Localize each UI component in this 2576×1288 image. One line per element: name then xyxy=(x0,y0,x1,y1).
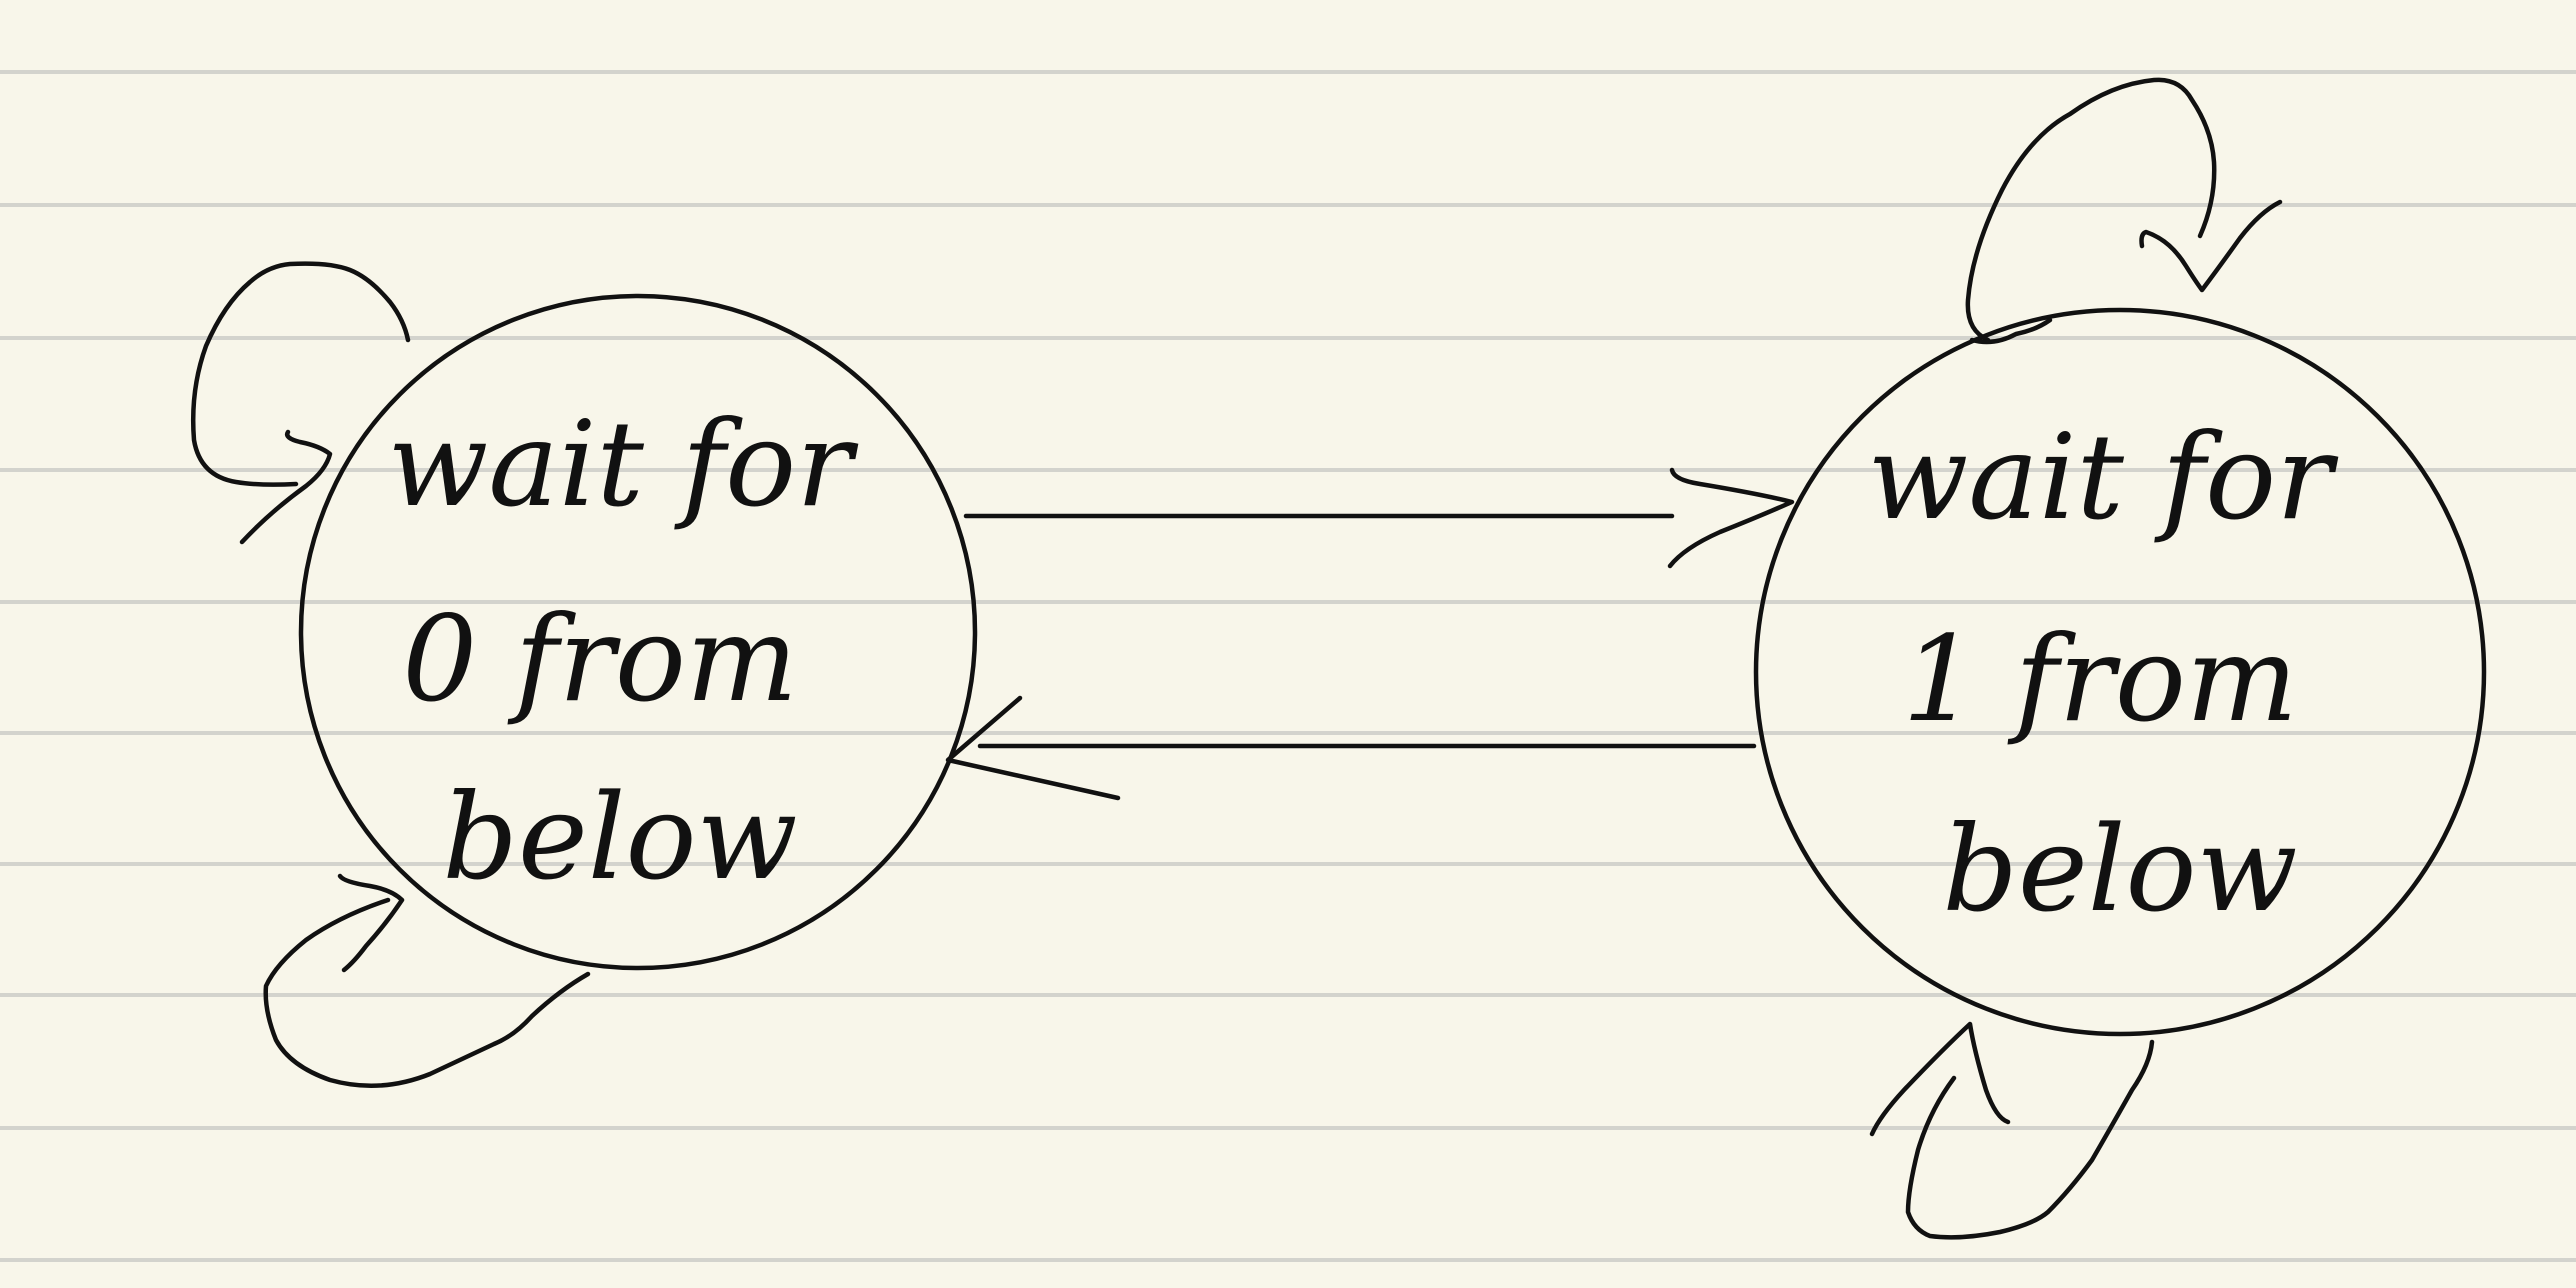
self-loop-wait-1-bottom-arrow xyxy=(1869,1021,2155,1240)
transition-0-to-1-arrow xyxy=(963,467,1795,569)
transition-1-to-0-arrow xyxy=(945,695,1757,801)
state-wait-1-line-1: wait for xyxy=(1867,408,2339,546)
state-wait-1-line-3: below xyxy=(1942,800,2297,938)
state-wait-1-circle xyxy=(1753,307,2487,1037)
state-wait-0-circle xyxy=(298,293,978,971)
state-wait-0-line-1: wait for xyxy=(387,395,859,533)
state-wait-1-line-2: 1 from xyxy=(1902,610,2298,748)
self-loop-wait-0-top-arrow xyxy=(190,261,411,545)
self-loop-wait-0-bottom-arrow xyxy=(263,873,591,1088)
state-wait-0-line-2: 0 from xyxy=(402,590,798,728)
state-wait-0-line-3: below xyxy=(442,768,797,906)
state-wait-0: wait for 0 from below xyxy=(298,293,978,971)
ruled-lines xyxy=(0,70,2576,1262)
state-wait-1: wait for 1 from below xyxy=(1753,307,2487,1037)
self-loop-wait-1-top-arrow xyxy=(1965,77,2283,345)
